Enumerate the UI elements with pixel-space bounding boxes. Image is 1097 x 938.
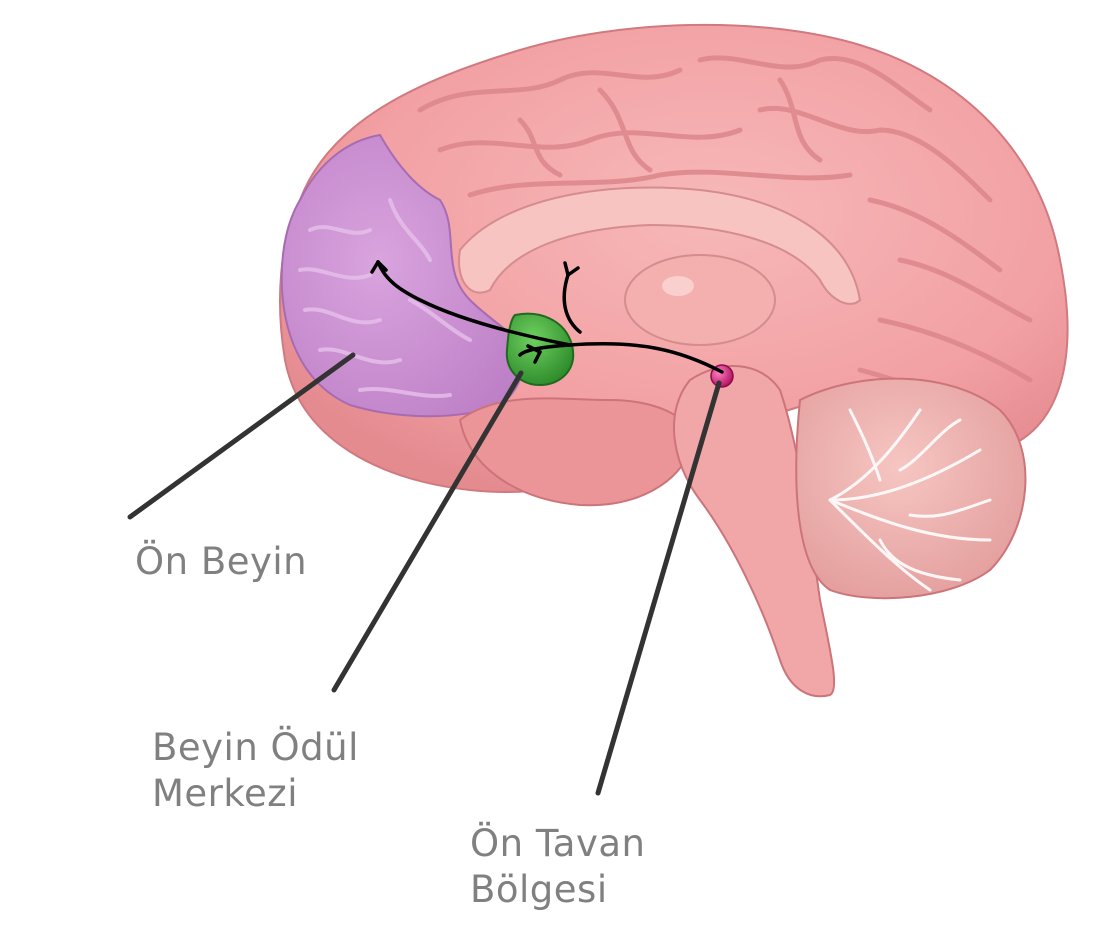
label-vta-line2: Bölgesi: [470, 867, 646, 913]
thalamus: [625, 255, 775, 345]
label-forebrain-text: Ön Beyin: [135, 539, 307, 585]
label-reward-center: Beyin Ödül Merkezi: [152, 725, 359, 818]
label-reward-center-line2: Merkezi: [152, 771, 359, 817]
label-vta: Ön Tavan Bölgesi: [470, 821, 646, 914]
leader-line-forebrain: [130, 355, 353, 517]
thalamus-highlight: [662, 276, 694, 296]
cerebellum: [796, 379, 1025, 599]
label-reward-center-line1: Beyin Ödül: [152, 725, 359, 771]
label-forebrain: Ön Beyin: [135, 539, 307, 585]
label-vta-line1: Ön Tavan: [470, 821, 646, 867]
